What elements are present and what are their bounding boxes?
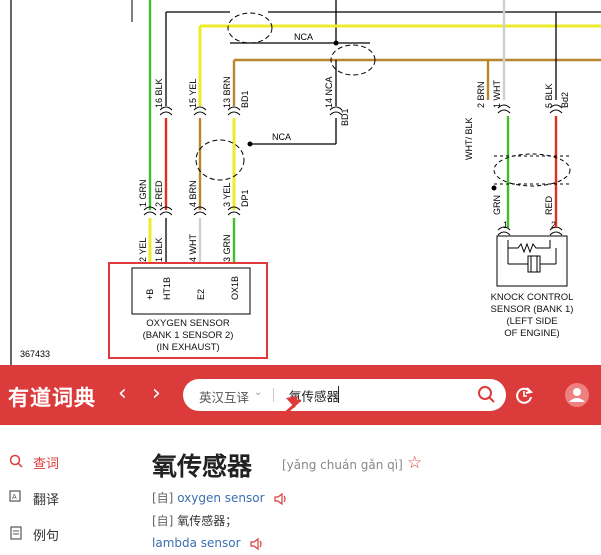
speaker-icon[interactable] — [273, 492, 289, 506]
star-icon[interactable]: ☆ — [407, 453, 423, 473]
speaker-icon[interactable] — [249, 537, 265, 551]
wire-label: 14 NCA — [324, 76, 334, 108]
pin-label: OX1B — [230, 276, 240, 300]
search-box[interactable]: 英汉互译 ⌄ 氧传感器 — [183, 379, 506, 411]
language-select[interactable]: 英汉互译 — [199, 390, 250, 405]
phonetic: [yǎng chuán gǎn qì] — [282, 458, 403, 472]
document-icon — [10, 526, 22, 540]
wire-label: 2 YEL — [138, 238, 148, 262]
translation-link[interactable]: oxygen sensor — [177, 491, 265, 505]
refresh-icon[interactable] — [513, 384, 535, 406]
divider — [273, 388, 274, 402]
chevron-right-icon[interactable]: › — [152, 381, 161, 406]
wire-label: 16 BLK — [154, 78, 164, 108]
reference-number: 367433 — [20, 349, 50, 359]
wire-label: 1 — [503, 220, 508, 230]
wire-label: RED — [544, 195, 554, 215]
wire-label: GRN — [492, 195, 502, 215]
wire-label: 3 GRN — [222, 234, 232, 262]
sidebar-item-label: 例句 — [33, 529, 60, 544]
wire-label: NCA — [272, 132, 291, 142]
wire-label: BD1 — [240, 90, 250, 108]
wire-label: BD1 — [340, 108, 350, 126]
definition-row: [自] 氧传感器； — [152, 512, 237, 529]
wire-label: 2 BRN — [476, 81, 486, 108]
wire-label: 4 WHT — [188, 234, 198, 263]
wire-label: 15 YEL — [188, 79, 198, 108]
chevron-left-icon[interactable]: ‹ — [118, 381, 127, 406]
search-icon[interactable] — [476, 384, 498, 406]
wire-label: 13 BRN — [222, 76, 232, 108]
pin-label: E2 — [196, 289, 206, 300]
wire-label: 3 YEL — [222, 183, 232, 207]
search-icon — [9, 454, 23, 468]
domain-tag: [自] — [152, 491, 174, 505]
chevron-down-icon[interactable]: ⌄ — [254, 387, 263, 398]
translation-link[interactable]: lambda sensor — [152, 536, 241, 550]
sidebar: 查词 A 翻译 例句 — [0, 425, 129, 555]
oxygen-sensor-label: OXYGEN SENSOR (BANK 1 SENSOR 2) (IN EXHA… — [142, 318, 234, 353]
definition-row: [自] oxygen sensor — [152, 489, 289, 506]
avatar-icon[interactable] — [564, 382, 590, 408]
sidebar-item-label: 翻译 — [33, 493, 60, 508]
result-panel: 氧传感器 [yǎng chuán gǎn qì] ☆ [自] oxygen se… — [128, 425, 601, 555]
definition-text: 氧传感器； — [177, 514, 238, 528]
svg-text:A: A — [12, 494, 17, 501]
wiring-diagram: 16 BLK 15 YEL 13 BRN BD1 14 NCA BD1 1 GR… — [10, 0, 601, 365]
wire-label: 1 GRN — [138, 179, 148, 207]
pin-label: +B — [145, 289, 155, 300]
text-cursor — [338, 386, 339, 403]
wire-label: 2 — [551, 220, 556, 230]
app-logo: 有道词典 — [8, 386, 96, 410]
headword: 氧传感器 — [152, 452, 253, 481]
dictionary-header: 有道词典 ‹ › 英汉互译 ⌄ 氧传感器 — [0, 365, 601, 425]
knock-sensor-label: KNOCK CONTROL SENSOR (BANK 1) (LEFT SIDE… — [490, 292, 574, 339]
sidebar-item-examples[interactable]: 例句 — [0, 517, 128, 553]
wire-label: Bd2 — [560, 92, 570, 108]
search-input[interactable]: 氧传感器 — [289, 389, 340, 404]
domain-tag: [自] — [152, 514, 174, 528]
wire-label: 1 WHT — [492, 80, 502, 109]
pin-label: HT1B — [162, 277, 172, 300]
sidebar-item-translate[interactable]: A 翻译 — [0, 481, 128, 517]
wire-label: 4 BRN — [188, 180, 198, 207]
wire-label: NCA — [294, 32, 313, 42]
wire-label: 1 BLK — [154, 237, 164, 262]
wire-label: DP1 — [240, 189, 250, 207]
wire-label: WHT/ BLK — [464, 117, 474, 160]
translate-icon: A — [9, 490, 21, 502]
wire-label: 5 BLK — [544, 83, 554, 108]
sidebar-item-lookup[interactable]: 查词 — [0, 445, 128, 481]
definition-row: lambda sensor — [152, 536, 265, 551]
sidebar-item-label: 查词 — [33, 457, 60, 472]
wire-label: 2 RED — [154, 180, 164, 207]
